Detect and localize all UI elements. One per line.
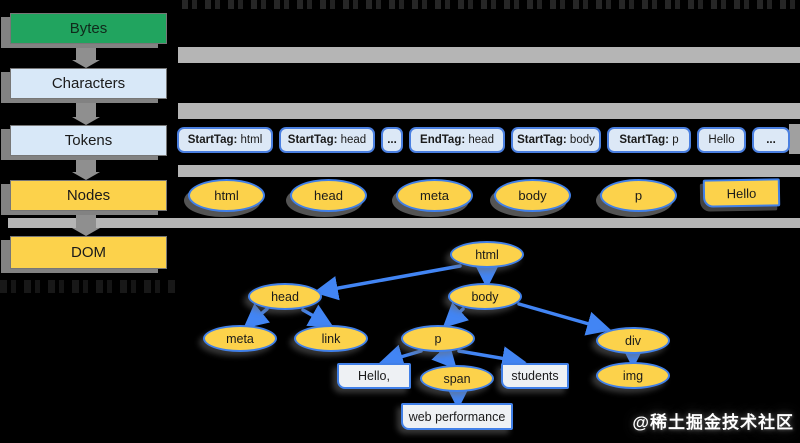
dom-node-label: web performance — [408, 409, 506, 424]
node-label: Hello — [726, 185, 757, 201]
stage-box-nodes: Nodes — [10, 180, 167, 211]
dom-textnode-hello: Hello, — [337, 363, 411, 389]
node-textbox-hello: Hello — [702, 178, 781, 208]
dom-node-span: span — [420, 365, 494, 392]
dom-node-label: img — [622, 368, 644, 383]
characters-stream-bar — [178, 103, 800, 119]
dom-node-label: div — [625, 333, 641, 348]
dom-node-label: p — [434, 331, 442, 346]
dom-node-div: div — [596, 327, 670, 354]
token-starttag-body: StartTag: body — [511, 127, 601, 153]
bytes-stream-bar — [178, 47, 800, 63]
dom-node-label: students — [511, 369, 559, 383]
token-row: StartTag: html StartTag: head ... EndTag… — [177, 127, 790, 153]
token-value: head — [465, 134, 494, 146]
dom-node-img: img — [596, 362, 670, 389]
token-ellipsis: ... — [752, 127, 790, 153]
dom-node-label: Hello, — [358, 369, 390, 383]
stage-label: DOM — [71, 244, 106, 261]
dom-node-label: body — [471, 289, 499, 304]
token-value: ... — [766, 134, 776, 146]
token-value: p — [669, 134, 679, 146]
token-keyword: StartTag: — [517, 134, 567, 146]
faint-text-remnant — [0, 280, 178, 293]
dom-node-html: html — [450, 241, 524, 268]
dom-node-label: meta — [226, 331, 254, 346]
stage-box-bytes: Bytes — [10, 13, 167, 44]
node-label: body — [518, 188, 547, 203]
token-value: Hello — [708, 134, 735, 146]
stage-label: Bytes — [69, 20, 108, 37]
nodes-row-bottom-bar — [8, 218, 800, 228]
watermark: @稀土掘金技术社区 — [632, 413, 794, 432]
stage-box-tokens: Tokens — [10, 125, 167, 156]
token-keyword: StartTag: — [287, 134, 338, 146]
node-label: html — [214, 188, 239, 203]
nodes-row-top-bar — [178, 165, 800, 177]
node-label: meta — [420, 188, 449, 203]
dom-node-label: html — [475, 247, 499, 262]
down-arrow-icon — [72, 212, 100, 236]
dom-node-meta: meta — [203, 325, 277, 352]
dom-node-body: body — [448, 283, 522, 310]
node-ellipse-body: body — [494, 179, 571, 212]
node-label: p — [634, 188, 643, 203]
token-starttag-p: StartTag: p — [607, 127, 691, 153]
stage-box-characters: Characters — [10, 68, 167, 99]
token-value: ... — [387, 134, 397, 146]
token-hello: Hello — [697, 127, 746, 153]
token-value: body — [566, 134, 595, 146]
node-ellipse-p: p — [600, 179, 677, 212]
stage-label: Characters — [51, 75, 126, 92]
node-label: head — [314, 188, 343, 203]
token-endtag-head: EndTag: head — [409, 127, 505, 153]
dom-node-link: link — [294, 325, 368, 352]
stage-label: Nodes — [66, 187, 111, 204]
dom-textnode-web-performance: web performance — [401, 403, 513, 430]
dom-textnode-students: students — [501, 363, 569, 389]
down-arrow-icon — [72, 44, 100, 68]
token-starttag-head: StartTag: head — [279, 127, 375, 153]
dom-node-head: head — [248, 283, 322, 310]
token-value: head — [337, 134, 367, 146]
dom-node-label: link — [321, 331, 341, 346]
token-keyword: StartTag: — [619, 134, 670, 146]
token-keyword: StartTag: — [187, 134, 238, 146]
node-ellipse-head: head — [290, 179, 367, 212]
node-ellipse-meta: meta — [396, 179, 473, 212]
token-starttag-html: StartTag: html — [177, 127, 273, 153]
dom-node-label: head — [271, 289, 299, 304]
dom-node-p: p — [401, 325, 475, 352]
byte-stream-marks — [182, 0, 800, 9]
token-value: html — [237, 134, 263, 146]
down-arrow-icon — [72, 156, 100, 180]
down-arrow-icon — [72, 99, 100, 125]
dom-node-label: span — [443, 371, 471, 386]
token-row-edge-strip — [789, 124, 800, 154]
stage-box-dom: DOM — [10, 236, 167, 269]
stage-label: Tokens — [64, 132, 113, 149]
token-keyword: EndTag: — [420, 134, 466, 146]
node-ellipse-html: html — [188, 179, 265, 212]
token-ellipsis: ... — [381, 127, 403, 153]
